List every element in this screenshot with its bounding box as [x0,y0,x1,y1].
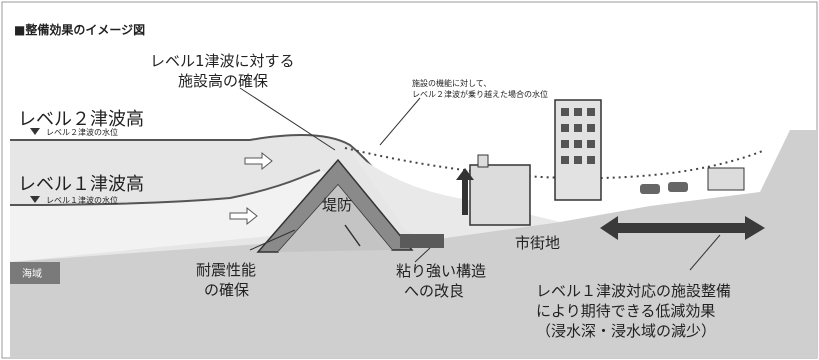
label-level2-overflow-line2: レベル２津波が乗り越えた場合の水位 [412,89,548,99]
car-1 [640,184,660,194]
building-low-chimney [477,154,489,168]
label-level1-height: レベル１津波高 [18,174,144,195]
car-2 [668,182,688,192]
label-resilience-line2: の確保 [204,281,249,299]
flow-arrow-level1 [229,206,258,226]
level1-water-line [9,169,321,206]
label-level1-facility-line1: レベル1津波に対する [150,52,295,70]
label-level2-overflow-line1: 施設の機能に対して、 [412,78,491,88]
flow-arrow-level2 [244,151,273,171]
label-resilience-line1: 耐震性能 [196,261,256,279]
sea-band [10,262,60,284]
level1-water-area [10,170,340,262]
building-tall-windows [561,108,595,164]
leader-effect [689,234,721,271]
building-tall [554,99,602,201]
leader-overflow [379,97,421,146]
building-low [469,164,531,226]
leader-resilience [249,229,296,251]
label-effect-line1: レベル１津波対応の施設整備 [536,282,731,300]
embankment-toe [400,234,444,248]
label-level1-facility-line2: 施設高の確保 [178,72,268,90]
leader-embankment [344,224,361,247]
label-level2-sub: レベル２津波の水位 [46,127,118,137]
label-embankment: 堤防 [322,196,352,214]
leader-tenacious [414,247,431,263]
diagram-title: ■整備効果のイメージ図 [14,22,145,37]
reduction-double-arrow [600,216,765,240]
level1-marker-icon [30,196,40,203]
label-urban-area: 市街地 [515,234,560,252]
label-level2-height: レベル２津波高 [18,109,144,130]
label-sea: 海域 [22,267,42,280]
label-level1-sub: レベル１津波の水位 [46,195,118,205]
level2-marker-icon [30,128,40,135]
rise-arrow [456,168,474,215]
label-tenacious-line1: 粘り強い構造 [396,262,486,280]
building-small [707,167,745,191]
label-effect-line3: （浸水深・浸水域の減少） [536,322,716,340]
embankment-core [278,185,392,252]
label-tenacious-line2: への改良 [404,282,464,300]
label-effect-line2: により期待できる低減効果 [536,302,715,320]
leader-facility-height [239,87,336,151]
